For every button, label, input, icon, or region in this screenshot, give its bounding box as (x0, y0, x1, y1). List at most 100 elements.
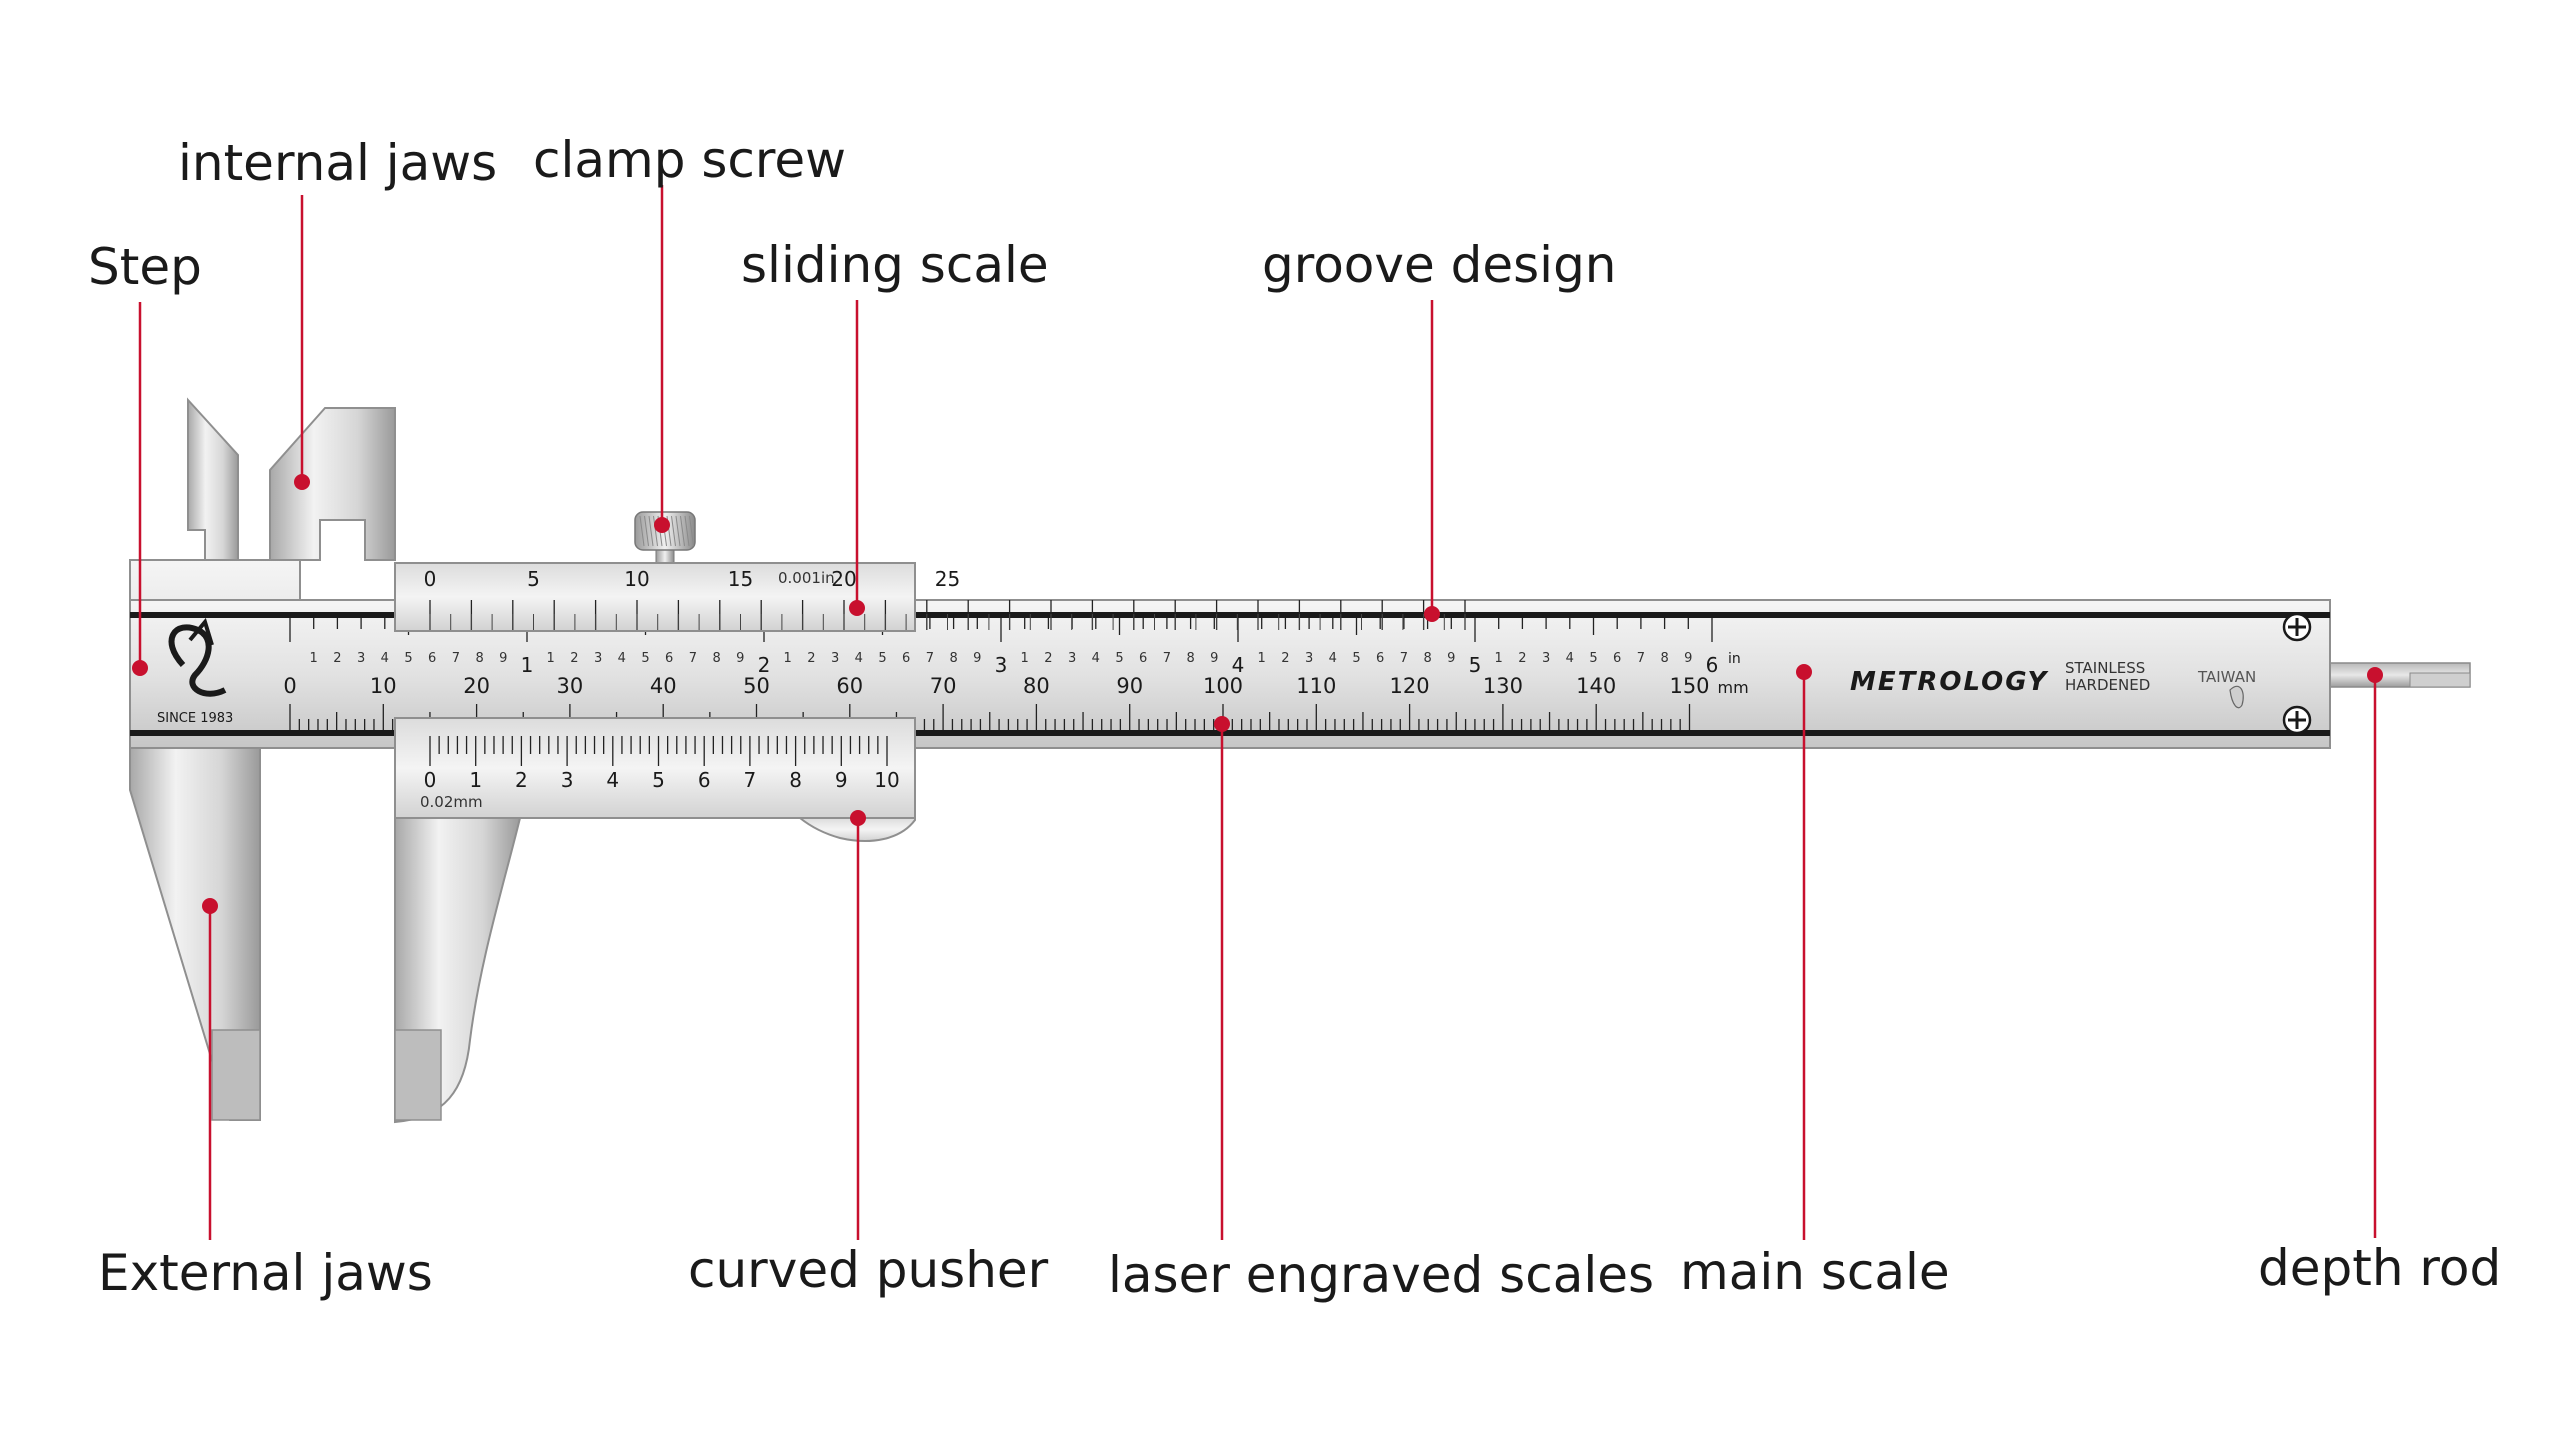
mm-number: 110 (1296, 674, 1336, 698)
mm-number: 130 (1483, 674, 1523, 698)
label-external-jaws: External jaws (98, 1244, 433, 1302)
inch-sub-digit: 6 (902, 651, 910, 666)
inch-sub-digit: 9 (499, 651, 507, 666)
label-clamp-screw: clamp screw (533, 131, 847, 189)
mm-number: 120 (1390, 674, 1430, 698)
inch-sub-digit: 1 (1495, 651, 1503, 666)
knurl-line (675, 515, 681, 547)
clamp-screw-dot (654, 517, 670, 533)
knurl-line (671, 515, 676, 547)
main-scale-dot (1796, 664, 1812, 680)
inch-number: 4 (1232, 653, 1245, 677)
knurl-line (680, 515, 685, 547)
inch-sub-digit: 1 (547, 651, 555, 666)
step-dot (132, 660, 148, 676)
inch-number: 1 (521, 653, 534, 677)
inch-sub-digit: 6 (665, 651, 673, 666)
vernier-inch-number: 10 (624, 567, 649, 591)
label-groove-design: groove design (1262, 236, 1617, 294)
internal-jaws-dot (294, 474, 310, 490)
sliding-scale-dot (849, 600, 865, 616)
origin-label: TAIWAN (2197, 668, 2256, 686)
knurl-line (684, 515, 690, 547)
inch-sub-digit: 6 (1613, 651, 1621, 666)
vernier-inch-number: 5 (527, 567, 540, 591)
inch-sub-digit: 9 (1210, 651, 1218, 666)
material-line2: HARDENED (2065, 676, 2150, 694)
brand-name: METROLOGY (1850, 667, 2050, 697)
inch-sub-digit: 2 (333, 651, 341, 666)
inch-sub-digit: 9 (1447, 651, 1455, 666)
inch-sub-digit: 2 (1281, 651, 1289, 666)
inch-sub-digit: 2 (1518, 651, 1526, 666)
depth-rod-tip (2409, 672, 2471, 688)
sliding-scale-upper (394, 562, 916, 632)
external-jaws-dot (202, 898, 218, 914)
sliding-scale-lower (394, 717, 916, 819)
groove-bottom (130, 730, 2330, 736)
inch-sub-digit: 9 (973, 651, 981, 666)
inch-sub-digit: 8 (1186, 651, 1194, 666)
inch-sub-digit: 7 (689, 651, 697, 666)
internal-jaw-fixed (187, 397, 239, 561)
inch-sub-digit: 3 (357, 651, 365, 666)
knurl-line (648, 515, 654, 547)
inch-sub-digit: 7 (926, 651, 934, 666)
inch-sub-digit: 2 (1044, 651, 1052, 666)
inch-sub-digit: 1 (1021, 651, 1029, 666)
vernier-mm-number: 7 (744, 768, 757, 792)
vernier-mm-number: 6 (698, 768, 711, 792)
inch-sub-digit: 4 (1566, 651, 1574, 666)
mm-number: 100 (1203, 674, 1243, 698)
knurl-line (653, 515, 658, 547)
inch-sub-digit: 3 (1068, 651, 1076, 666)
inch-sub-digit: 4 (618, 651, 626, 666)
groove-top (130, 612, 2330, 618)
taiwan-map-icon (2229, 685, 2244, 709)
vernier-mm-precision: 0.02mm (420, 793, 483, 811)
mm-number: 70 (930, 674, 957, 698)
label-depth-rod: depth rod (2258, 1239, 2502, 1297)
inch-unit: in (1728, 651, 1741, 667)
label-internal-jaws: internal jaws (178, 134, 498, 192)
laser-engraved-scales-dot (1214, 716, 1230, 732)
label-sliding-scale: sliding scale (741, 236, 1049, 294)
depth-rod-dot (2367, 667, 2383, 683)
external-jaw-sliding-tip (394, 1029, 442, 1121)
inch-sub-digit: 8 (949, 651, 957, 666)
inch-sub-digit: 5 (1589, 651, 1597, 666)
mm-number: 40 (650, 674, 677, 698)
inch-sub-digit: 5 (1352, 651, 1360, 666)
inch-number: 6 (1706, 653, 1719, 677)
inch-sub-digit: 6 (1376, 651, 1384, 666)
inch-number: 2 (758, 653, 771, 677)
vernier-inch-number: 25 (935, 567, 960, 591)
inch-sub-digit: 2 (807, 651, 815, 666)
inch-sub-digit: 1 (310, 651, 318, 666)
external-jaw-fixed-tip (211, 1029, 261, 1121)
mm-number: 30 (557, 674, 584, 698)
inch-sub-digit: 4 (381, 651, 389, 666)
mm-number: 80 (1023, 674, 1050, 698)
label-main-scale: main scale (1680, 1243, 1950, 1301)
inch-sub-digit: 4 (1329, 651, 1337, 666)
callout-lines (132, 185, 2383, 1240)
logo-since: SINCE 1983 (157, 711, 233, 726)
groove-design-dot (1424, 606, 1440, 622)
inch-sub-digit: 7 (1400, 651, 1408, 666)
mm-number: 10 (370, 674, 397, 698)
mm-unit: mm (1717, 678, 1748, 697)
inch-sub-digit: 8 (1660, 651, 1668, 666)
brand-logo-mark (168, 617, 227, 697)
vernier-inch-precision: 0.001in (778, 569, 835, 587)
inch-sub-digit: 7 (1637, 651, 1645, 666)
inch-sub-digit: 9 (736, 651, 744, 666)
knurl-line (644, 515, 649, 547)
vernier-mm-number: 0 (424, 768, 437, 792)
inch-sub-digit: 5 (878, 651, 886, 666)
beam-screw-top (2282, 612, 2312, 642)
inch-sub-digit: 6 (428, 651, 436, 666)
vernier-mm-number: 4 (606, 768, 619, 792)
